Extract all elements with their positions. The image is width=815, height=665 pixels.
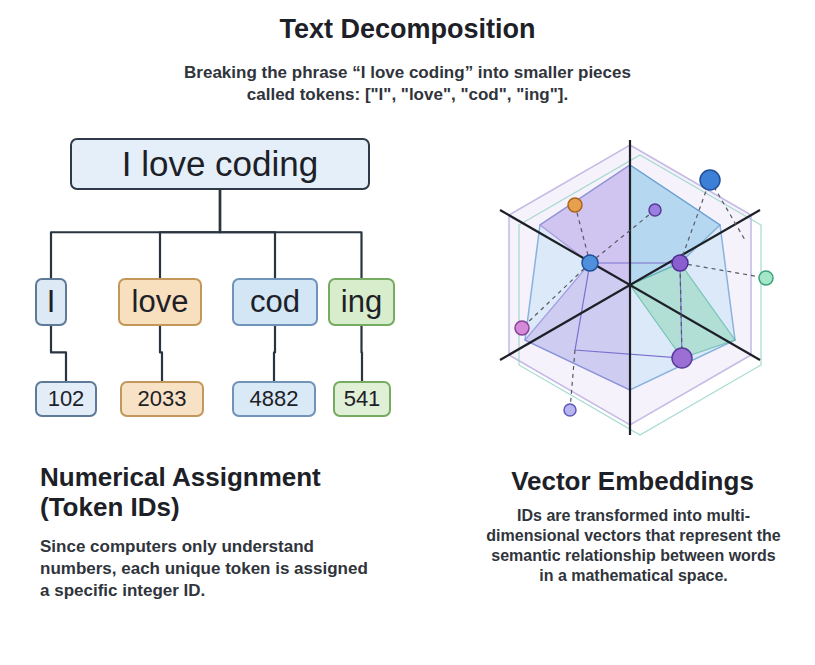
node-text: 4882 bbox=[250, 386, 299, 412]
node-text: I love coding bbox=[122, 144, 319, 184]
tree-connector bbox=[160, 326, 162, 381]
tree-connector bbox=[220, 190, 275, 278]
token-box: cod bbox=[232, 278, 318, 326]
diagram-title: Text Decomposition bbox=[0, 14, 815, 45]
tree-connector bbox=[274, 326, 275, 381]
section-heading: Vector Embeddings bbox=[480, 466, 785, 496]
tree-connector bbox=[51, 326, 66, 381]
token-id-box: 4882 bbox=[232, 381, 316, 417]
node-text: 102 bbox=[48, 386, 85, 412]
section-body: Since computers only understand numbers,… bbox=[40, 536, 375, 602]
tree-connector bbox=[360, 326, 363, 381]
token-box: I bbox=[35, 278, 67, 326]
tree-connector bbox=[51, 190, 220, 278]
token-box: love bbox=[118, 278, 202, 326]
node-text: 541 bbox=[344, 386, 381, 412]
phrase-box: I love coding bbox=[70, 138, 370, 190]
node-text: cod bbox=[250, 284, 300, 320]
node-text: 2033 bbox=[138, 386, 187, 412]
section-heading: Numerical Assignment (Token IDs) bbox=[40, 462, 380, 522]
node-text: ing bbox=[341, 284, 382, 320]
node-text: love bbox=[132, 284, 189, 320]
tree-connector bbox=[220, 190, 362, 278]
vector-space-illustration bbox=[480, 140, 800, 440]
node-text: I bbox=[47, 284, 56, 320]
token-id-box: 102 bbox=[35, 381, 97, 417]
token-id-box: 2033 bbox=[120, 381, 204, 417]
subtitle-text: Breaking the phrase “I love coding” into… bbox=[160, 62, 655, 106]
token-box: ing bbox=[328, 278, 395, 326]
token-id-box: 541 bbox=[333, 381, 391, 417]
section-body: IDs are transformed into multi-dimension… bbox=[486, 506, 781, 586]
tree-connector bbox=[160, 190, 220, 278]
